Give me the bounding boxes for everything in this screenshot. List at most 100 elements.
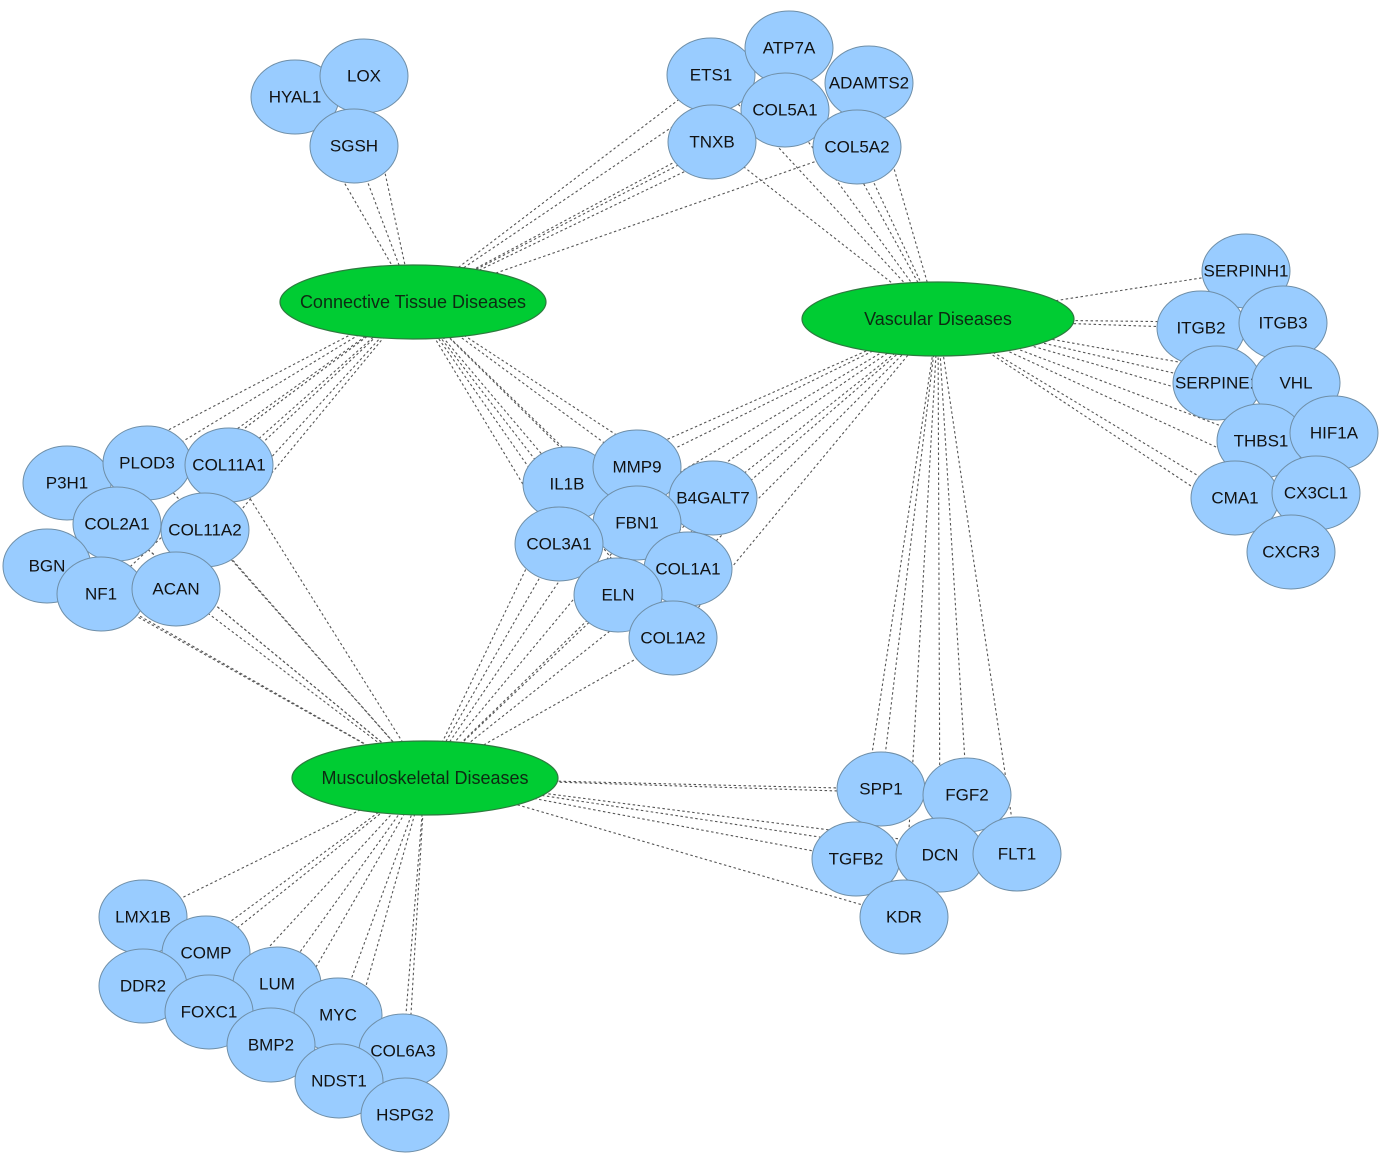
gene-node-label: SGSH bbox=[330, 137, 378, 156]
gene-node-col5a2[interactable]: COL5A2 bbox=[812, 109, 902, 185]
gene-node-kdr[interactable]: KDR bbox=[859, 879, 949, 955]
gene-node-shape bbox=[859, 879, 949, 955]
gene-node-label: FLT1 bbox=[998, 845, 1036, 864]
gene-node-dcn[interactable]: DCN bbox=[895, 817, 985, 893]
gene-node-label: P3H1 bbox=[46, 474, 89, 493]
gene-node-label: COL11A2 bbox=[168, 521, 241, 540]
disease-node-shape bbox=[801, 281, 1075, 357]
gene-node-label: FBN1 bbox=[615, 514, 658, 533]
gene-node-label: TNXB bbox=[689, 133, 734, 152]
gene-node-hyal1[interactable]: HYAL1 bbox=[250, 59, 340, 135]
gene-node-shape bbox=[309, 108, 399, 184]
gene-node-label: ITGB3 bbox=[1258, 314, 1307, 333]
gene-node-tnxb[interactable]: TNXB bbox=[667, 104, 757, 180]
gene-node-bmp2[interactable]: BMP2 bbox=[226, 1007, 316, 1083]
gene-node-flt1[interactable]: FLT1 bbox=[972, 816, 1062, 892]
gene-node-il1b[interactable]: IL1B bbox=[522, 446, 612, 522]
gene-node-col2a1[interactable]: COL2A1 bbox=[72, 486, 162, 562]
gene-node-col3a1[interactable]: COL3A1 bbox=[514, 506, 604, 582]
gene-node-lmx1b[interactable]: LMX1B bbox=[98, 879, 188, 955]
gene-node-b4galt7[interactable]: B4GALT7 bbox=[668, 460, 758, 536]
gene-node-shape bbox=[514, 506, 604, 582]
edge-tnxb-ctd bbox=[412, 141, 713, 303]
edge-col1a2-vd bbox=[672, 318, 939, 639]
gene-node-adamts2[interactable]: ADAMTS2 bbox=[824, 45, 914, 121]
gene-node-shape bbox=[972, 816, 1062, 892]
edge-il1b-msd bbox=[424, 483, 568, 779]
gene-node-cxcr3[interactable]: CXCR3 bbox=[1246, 514, 1336, 590]
gene-node-ndst1[interactable]: NDST1 bbox=[294, 1043, 384, 1119]
gene-node-label: B4GALT7 bbox=[676, 489, 749, 508]
gene-node-serpine1[interactable]: SERPINE1 bbox=[1172, 345, 1262, 421]
gene-node-hspg2[interactable]: HSPG2 bbox=[360, 1077, 450, 1153]
disease-node-musculoskeletal-diseases[interactable]: Musculoskeletal Diseases bbox=[291, 740, 559, 816]
gene-node-label: COL6A3 bbox=[370, 1042, 435, 1061]
gene-node-ddr2[interactable]: DDR2 bbox=[98, 948, 188, 1024]
gene-node-tgfb2[interactable]: TGFB2 bbox=[811, 821, 901, 897]
gene-node-thbs1[interactable]: THBS1 bbox=[1216, 403, 1306, 479]
gene-node-label: HSPG2 bbox=[376, 1106, 434, 1125]
gene-node-label: VHL bbox=[1279, 374, 1312, 393]
gene-node-sgsh[interactable]: SGSH bbox=[309, 108, 399, 184]
gene-node-shape bbox=[131, 551, 221, 627]
gene-node-col5a1[interactable]: COL5A1 bbox=[740, 72, 830, 148]
gene-node-label: ATP7A bbox=[763, 39, 816, 58]
gene-node-col11a1[interactable]: COL11A1 bbox=[184, 427, 274, 503]
gene-node-label: THBS1 bbox=[1234, 432, 1289, 451]
gene-node-itgb3[interactable]: ITGB3 bbox=[1238, 285, 1328, 361]
gene-node-label: PLOD3 bbox=[119, 454, 175, 473]
gene-node-label: COL1A2 bbox=[640, 629, 705, 648]
gene-node-col11a2[interactable]: COL11A2 bbox=[160, 492, 250, 568]
gene-node-label: ETS1 bbox=[690, 66, 733, 85]
gene-node-label: LUM bbox=[259, 975, 295, 994]
gene-node-nf1[interactable]: NF1 bbox=[56, 556, 146, 632]
gene-node-label: SPP1 bbox=[859, 780, 902, 799]
disease-node-shape bbox=[279, 264, 547, 340]
edge-lox-ctd bbox=[363, 75, 414, 303]
gene-node-label: COL5A1 bbox=[752, 101, 817, 120]
edge-flt1-vd bbox=[937, 318, 1018, 855]
gene-node-label: MMP9 bbox=[612, 458, 661, 477]
gene-node-label: COL2A1 bbox=[84, 515, 149, 534]
gene-node-spp1[interactable]: SPP1 bbox=[836, 751, 926, 827]
gene-node-label: KDR bbox=[886, 908, 922, 927]
edge-foxc1-msd bbox=[208, 777, 426, 1013]
gene-node-shape bbox=[1246, 514, 1336, 590]
gene-node-cx3cl1[interactable]: CX3CL1 bbox=[1271, 455, 1361, 531]
gene-node-label: SERPINH1 bbox=[1203, 262, 1288, 281]
gene-node-shape bbox=[628, 600, 718, 676]
edge-col11a1-msd bbox=[228, 464, 426, 779]
gene-node-label: SERPINE1 bbox=[1175, 374, 1259, 393]
edge-comp-msd bbox=[205, 777, 426, 954]
gene-node-plod3[interactable]: PLOD3 bbox=[102, 425, 192, 501]
gene-node-shape bbox=[294, 1043, 384, 1119]
gene-node-lox[interactable]: LOX bbox=[319, 38, 409, 114]
gene-node-label: COL11A1 bbox=[192, 456, 265, 475]
gene-node-shape bbox=[226, 1007, 316, 1083]
gene-node-label: ADAMTS2 bbox=[829, 74, 909, 93]
gene-node-acan[interactable]: ACAN bbox=[131, 551, 221, 627]
gene-node-label: LOX bbox=[347, 67, 381, 86]
edge-hif1a-vd bbox=[937, 318, 1335, 434]
edge-plod3-ctd bbox=[146, 301, 414, 464]
gene-node-label: COMP bbox=[181, 944, 232, 963]
disease-node-connective-tissue-diseases[interactable]: Connective Tissue Diseases bbox=[279, 264, 547, 340]
gene-node-label: DCN bbox=[922, 846, 959, 865]
gene-node-shape bbox=[667, 104, 757, 180]
edge-col1a1-ctd bbox=[412, 301, 689, 570]
disease-node-vascular-diseases[interactable]: Vascular Diseases bbox=[801, 281, 1075, 357]
edge-fgf2-vd bbox=[937, 318, 968, 796]
gene-node-cma1[interactable]: CMA1 bbox=[1190, 460, 1280, 536]
gene-node-atp7a[interactable]: ATP7A bbox=[744, 10, 834, 86]
gene-node-label: HIF1A bbox=[1310, 424, 1359, 443]
gene-node-mmp9[interactable]: MMP9 bbox=[592, 429, 682, 505]
gene-node-hif1a[interactable]: HIF1A bbox=[1289, 395, 1379, 471]
gene-node-label: MYC bbox=[319, 1006, 357, 1025]
gene-node-label: CMA1 bbox=[1211, 489, 1258, 508]
gene-node-col1a2[interactable]: COL1A2 bbox=[628, 600, 718, 676]
disease-node-label: Vascular Diseases bbox=[864, 309, 1012, 329]
gene-node-label: FOXC1 bbox=[181, 1003, 238, 1022]
